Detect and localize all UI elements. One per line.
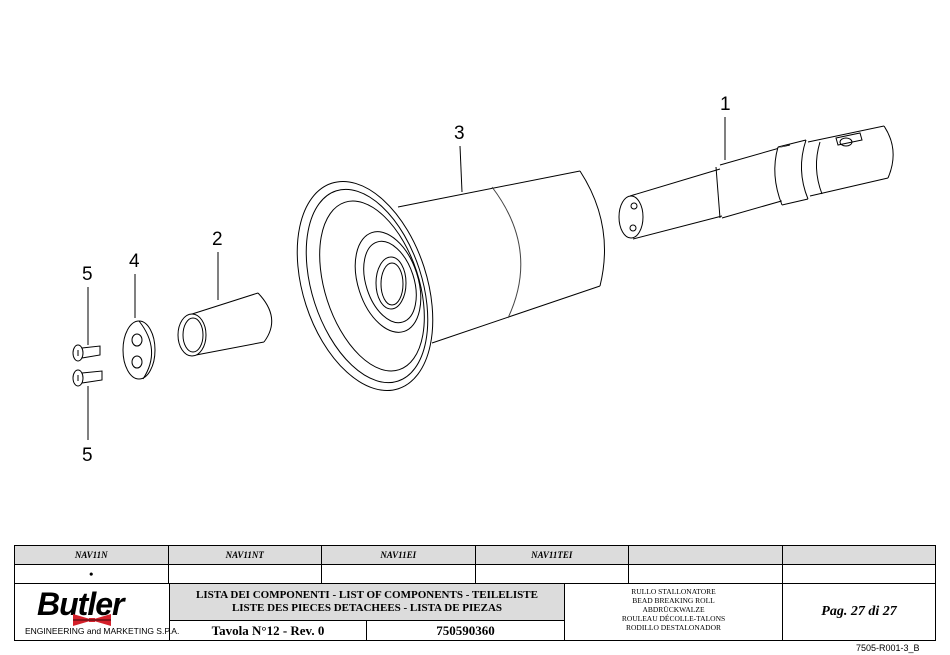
model-mark xyxy=(628,564,783,584)
description-line: ROULEAU DÉCOLLE-TALONS xyxy=(621,614,726,623)
butler-logo: Butler ENGINEERING and MARKETING S.P.A. xyxy=(15,584,179,640)
part-3-roll xyxy=(296,170,605,391)
model-table: NAV11N NAV11NT NAV11EI NAV11TEI • xyxy=(14,545,936,584)
callout-5-lower: 5 xyxy=(82,445,93,466)
model-mark xyxy=(167,564,322,584)
part-2-bushing xyxy=(177,292,273,357)
model-header: NAV11EI xyxy=(321,545,476,565)
assembly-description: RULLO STALLONATORE BEAD BREAKING ROLL AB… xyxy=(565,584,783,640)
logo-subtitle: ENGINEERING and MARKETING S.P.A. xyxy=(25,626,180,636)
model-header xyxy=(781,545,936,565)
components-line-1: LISTA DEI COMPONENTI - LIST OF COMPONENT… xyxy=(196,589,538,601)
callout-4: 4 xyxy=(129,251,140,272)
model-mark xyxy=(474,564,629,584)
model-header xyxy=(628,545,783,565)
model-mark: • xyxy=(14,564,169,584)
part-1-shaft xyxy=(618,125,894,240)
exploded-view-drawing xyxy=(72,117,894,440)
model-header: NAV11NT xyxy=(167,545,322,565)
model-header: NAV11TEI xyxy=(474,545,629,565)
title-block: NAV11N NAV11NT NAV11EI NAV11TEI • Butler xyxy=(14,545,936,642)
bow-tie-icon xyxy=(73,614,111,626)
callout-2: 2 xyxy=(212,229,223,250)
document-reference: 7505-R001-3_B xyxy=(856,643,920,653)
model-header-row: NAV11N NAV11NT NAV11EI NAV11TEI xyxy=(14,545,936,565)
description-line: RULLO STALLONATORE xyxy=(631,587,716,596)
part-4-plate xyxy=(122,320,156,380)
title-block-lower: Butler ENGINEERING and MARKETING S.P.A. … xyxy=(14,583,936,641)
callout-5-upper: 5 xyxy=(82,264,93,285)
description-line: BEAD BREAKING ROLL xyxy=(632,596,715,605)
callout-1: 1 xyxy=(720,94,731,115)
model-header: NAV11N xyxy=(14,545,169,565)
table-revision: Tavola N°12 - Rev. 0 xyxy=(170,621,367,640)
description-line: ABDRÜCKWALZE xyxy=(642,605,705,614)
page-number: Pag. 27 di 27 xyxy=(821,604,897,619)
model-mark xyxy=(781,564,936,584)
description-line: RODILLO DESTALONADOR xyxy=(625,623,722,632)
part-code: 750590360 xyxy=(367,621,565,640)
leader-lines xyxy=(87,117,726,440)
model-mark-row: • xyxy=(14,564,936,584)
components-line-2: LISTE DES PIECES DETACHEES - LISTA DE PI… xyxy=(231,602,503,614)
model-mark xyxy=(321,564,476,584)
part-5-screws xyxy=(72,344,103,387)
components-title: LISTA DEI COMPONENTI - LIST OF COMPONENT… xyxy=(170,584,565,621)
callout-3: 3 xyxy=(454,123,465,144)
